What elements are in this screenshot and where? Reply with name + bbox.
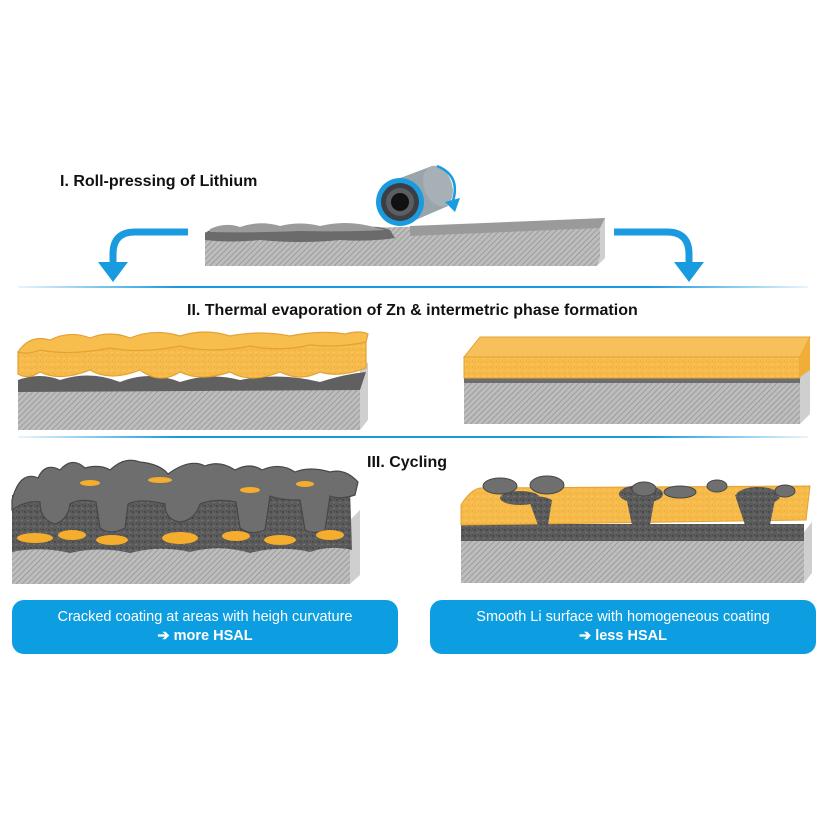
caption-left: Cracked coating at areas with heigh curv… bbox=[12, 600, 398, 654]
caption-left-line2: ➔ more HSAL bbox=[12, 627, 398, 646]
separator-line bbox=[18, 286, 808, 288]
separator-line bbox=[18, 436, 808, 438]
arrow-right-icon: ➔ bbox=[579, 628, 592, 644]
curved-arrow-down-left-icon bbox=[98, 228, 188, 282]
roller-icon bbox=[376, 165, 453, 226]
caption-right-line2: ➔ less HSAL bbox=[430, 627, 816, 646]
caption-right-conclusion: less HSAL bbox=[595, 628, 667, 644]
step2-title: II. Thermal evaporation of Zn & intermet… bbox=[187, 302, 638, 319]
lithium-foil-rolled bbox=[205, 218, 605, 266]
curved-arrow-down-right-icon bbox=[614, 228, 704, 282]
smooth-coated-lithium bbox=[462, 336, 811, 424]
caption-right-line1: Smooth Li surface with homogeneous coati… bbox=[476, 609, 770, 625]
arrow-right-icon: ➔ bbox=[157, 628, 170, 644]
caption-right: Smooth Li surface with homogeneous coati… bbox=[430, 600, 816, 654]
caption-left-line1: Cracked coating at areas with heigh curv… bbox=[57, 609, 353, 625]
cycled-smooth-lithium bbox=[460, 475, 812, 583]
cycled-rough-lithium bbox=[11, 459, 360, 584]
step3-title: III. Cycling bbox=[367, 454, 448, 471]
rotation-arrow-icon bbox=[436, 164, 460, 212]
caption-left-conclusion: more HSAL bbox=[173, 628, 253, 644]
rough-coated-lithium bbox=[17, 331, 369, 430]
step1-title: I. Roll-pressing of Lithium bbox=[60, 173, 258, 190]
